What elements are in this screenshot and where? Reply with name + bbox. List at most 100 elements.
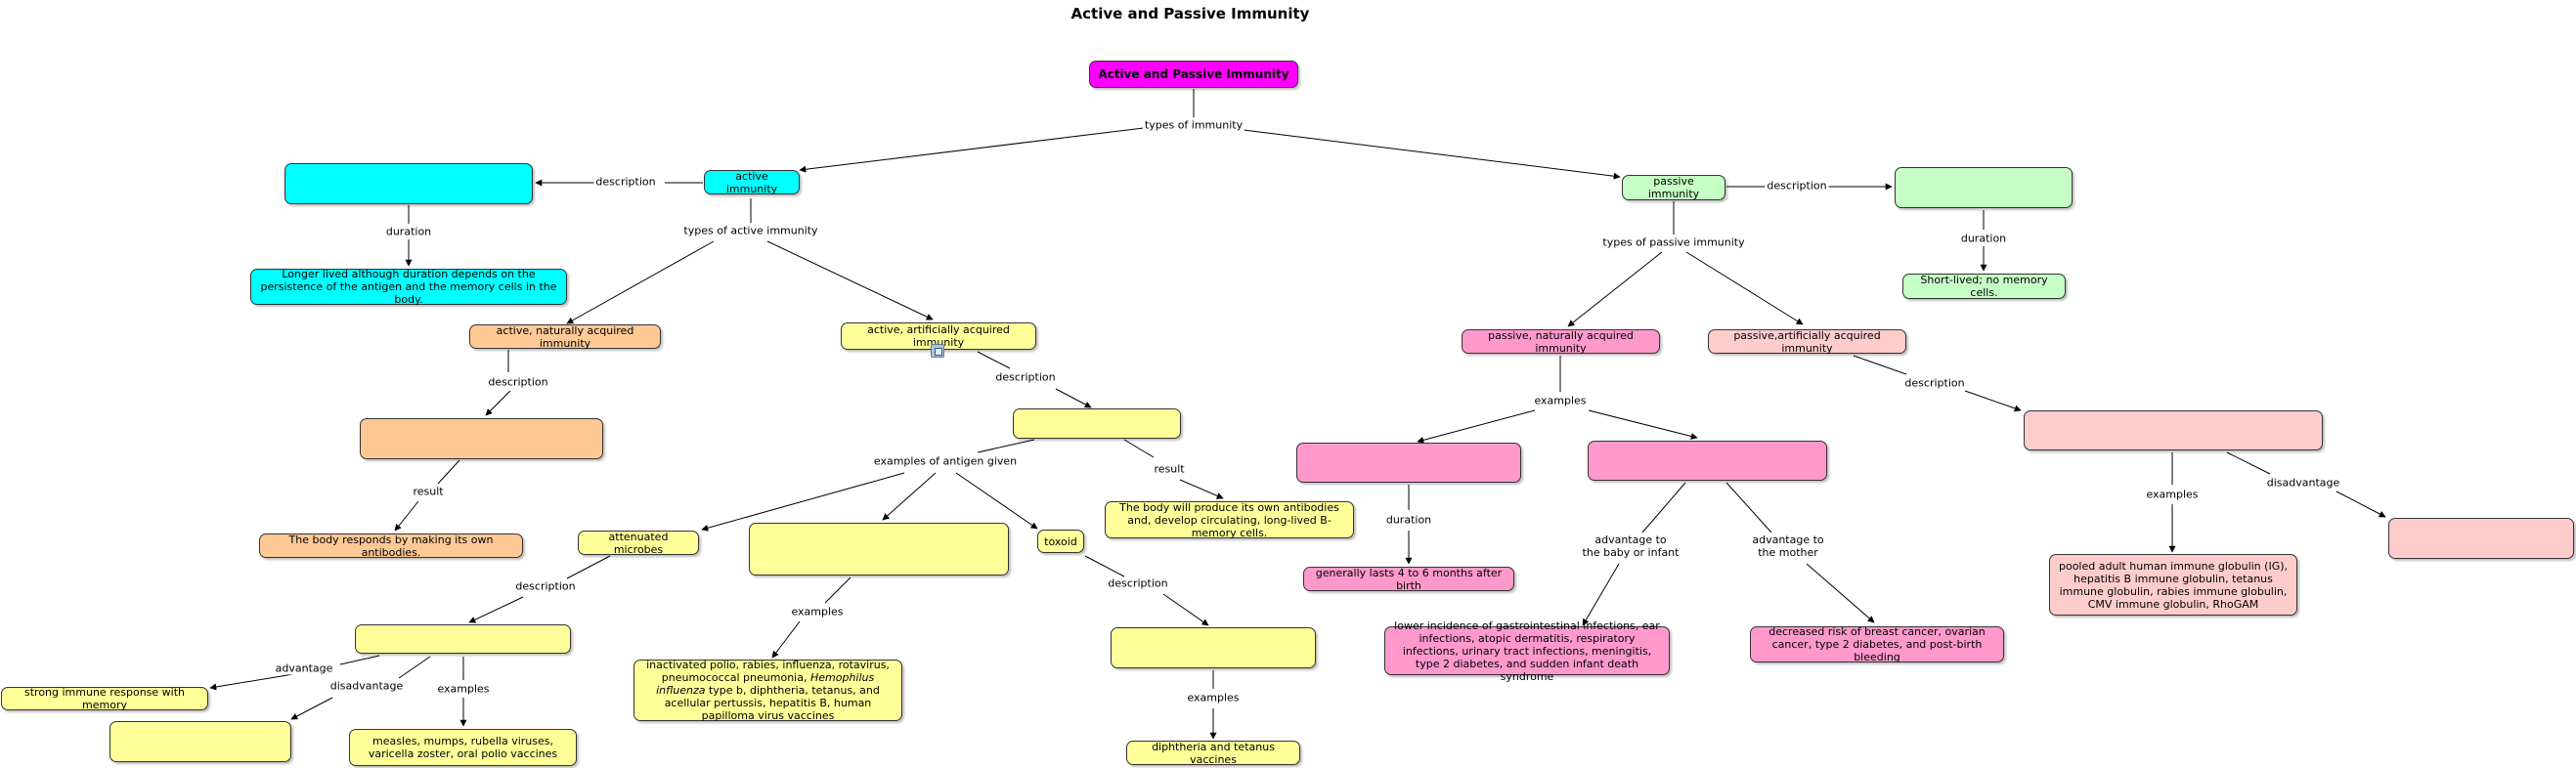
- link-label-examples-of-antigen: examples of antigen given: [871, 454, 1020, 468]
- link-label-result: result: [411, 485, 446, 498]
- active-immunity-duration-text: Longer lived although duration depends o…: [260, 268, 557, 306]
- attenuated-examples-text: measles, mumps, rubella viruses, varicel…: [368, 735, 558, 760]
- inactivated-examples-text: inactivated polio, rabies, influenza, ro…: [640, 659, 895, 722]
- active-artificial-label: active, artificially acquired immunity: [867, 323, 1010, 349]
- link-label-examples: examples: [1185, 691, 1242, 704]
- active-immunity-description-node[interactable]: [284, 163, 533, 204]
- link-label-examples: examples: [789, 605, 846, 619]
- passive-artificial-node[interactable]: passive,artificially acquired immunity: [1708, 329, 1906, 355]
- link-label-duration: duration: [383, 225, 434, 238]
- connector-arrow: [1243, 129, 1621, 180]
- advantage-mother-text: decreased risk of breast cancer, ovarian…: [1768, 625, 1986, 663]
- connector-arrow: [701, 472, 905, 532]
- link-label-advantage-baby: advantage to the baby or infant: [1580, 533, 1681, 559]
- connector-arrow: [1806, 563, 1875, 623]
- attenuated-description-node[interactable]: [355, 624, 571, 654]
- connector-arrow: [2336, 491, 2386, 518]
- link-label-description: description: [993, 370, 1058, 384]
- attenuated-microbes-label: attenuated microbes: [608, 530, 669, 556]
- attenuated-microbes-node[interactable]: attenuated microbes: [578, 530, 699, 556]
- active-immunity-label: active immunity: [725, 169, 778, 195]
- link-label-advantage-mother-line: advantage to: [1752, 533, 1824, 546]
- passive-artificial-examples-node[interactable]: pooled adult human immune globulin (IG),…: [2049, 554, 2297, 616]
- link-label-examples: examples: [2144, 488, 2201, 501]
- link-label-advantage-baby-line: the baby or infant: [1582, 546, 1680, 559]
- passive-immunity-duration-text: Short-lived; no memory cells.: [1920, 274, 2048, 299]
- attenuated-advantage-node[interactable]: strong immune response with memory: [1, 686, 208, 711]
- passive-artificial-description-node[interactable]: [2024, 410, 2323, 450]
- link-label-description: description: [1902, 376, 1967, 390]
- link-label-duration: duration: [1958, 232, 2009, 245]
- connector-line: [398, 656, 431, 679]
- passive-immunity-duration-node[interactable]: Short-lived; no memory cells.: [1902, 274, 2066, 299]
- connector-line: [437, 459, 460, 485]
- active-immunity-duration-node[interactable]: Longer lived although duration depends o…: [250, 268, 567, 306]
- passive-immunity-description-node[interactable]: [1895, 167, 2073, 208]
- connector-line: [977, 351, 1011, 369]
- active-artificial-result-node[interactable]: The body will produce its own antibodies…: [1105, 501, 1354, 539]
- attenuated-advantage-text: strong immune response with memory: [24, 686, 185, 711]
- advantage-baby-node[interactable]: lower incidence of gastrointestinal infe…: [1384, 619, 1670, 683]
- passive-artificial-examples-text: pooled adult human immune globulin (IG),…: [2058, 559, 2289, 611]
- passive-immunity-node[interactable]: passive immunity: [1622, 175, 1725, 200]
- page-title: Active and Passive Immunity: [1070, 5, 1310, 22]
- passive-natural-duration-node[interactable]: generally lasts 4 to 6 months after birt…: [1303, 566, 1514, 592]
- active-natural-label: active, naturally acquired immunity: [496, 323, 634, 350]
- toxoid-label: toxoid: [1044, 534, 1077, 548]
- inactivated-examples-part: inactivated polio, rabies, influenza, ro…: [646, 659, 890, 684]
- advantage-mother-node[interactable]: decreased risk of breast cancer, ovarian…: [1750, 625, 2004, 663]
- toxoid-description-node[interactable]: [1111, 627, 1316, 668]
- passive-natural-example2-node[interactable]: [1588, 441, 1827, 481]
- toxoid-examples-text: diphtheria and tetanus vaccines: [1152, 740, 1275, 766]
- connector-arrow: [1685, 251, 1804, 325]
- attenuated-disadvantage-node[interactable]: [109, 721, 291, 762]
- passive-artificial-disadvantage-node[interactable]: [2388, 518, 2574, 559]
- connector-arrow: [1162, 593, 1209, 626]
- link-label-description: description: [593, 175, 658, 189]
- connector-line: [977, 439, 1035, 453]
- attenuated-examples-node[interactable]: measles, mumps, rubella viruses, varicel…: [349, 729, 577, 766]
- connector-line: [824, 576, 851, 604]
- active-natural-result-node[interactable]: The body responds by making its own anti…: [259, 533, 523, 559]
- connector-line: [1853, 355, 1907, 375]
- inactivated-antigen-node[interactable]: [749, 523, 1009, 576]
- connector-line: [1084, 555, 1125, 577]
- attached-document-icon[interactable]: [931, 344, 944, 358]
- inactivated-examples-node[interactable]: inactivated polio, rabies, influenza, ro…: [633, 659, 902, 722]
- connector-arrow: [1417, 409, 1536, 444]
- active-artificial-description-node[interactable]: [1013, 408, 1181, 439]
- root-node[interactable]: Active and Passive Immunity: [1089, 61, 1298, 88]
- connector-arrow: [485, 390, 511, 416]
- link-label-advantage: advantage: [273, 661, 335, 675]
- toxoid-node[interactable]: toxoid: [1037, 530, 1084, 553]
- link-label-duration: duration: [1383, 513, 1434, 527]
- connector-arrow: [882, 472, 937, 521]
- passive-natural-node[interactable]: passive, naturally acquired immunity: [1462, 329, 1660, 355]
- link-label-result: result: [1152, 462, 1187, 476]
- active-immunity-node[interactable]: active immunity: [704, 169, 800, 195]
- link-label-examples: examples: [435, 682, 492, 696]
- link-label-description: description: [1106, 576, 1170, 590]
- inactivated-examples-italic: Hemophilus influenza: [656, 671, 875, 697]
- connector-arrow: [209, 672, 300, 691]
- connector-arrow: [1582, 563, 1620, 626]
- connector-arrow: [1055, 388, 1092, 408]
- passive-natural-duration-text: generally lasts 4 to 6 months after birt…: [1315, 566, 1503, 592]
- root-node-label: Active and Passive Immunity: [1098, 66, 1289, 81]
- link-label-description: description: [513, 579, 578, 593]
- link-label-examples: examples: [1532, 394, 1589, 407]
- toxoid-examples-node[interactable]: diphtheria and tetanus vaccines: [1126, 740, 1300, 766]
- link-label-advantage-mother: advantage to the mother: [1750, 533, 1826, 559]
- connector-arrow: [799, 127, 1145, 173]
- connector-arrow: [566, 240, 715, 324]
- connector-line: [1725, 482, 1772, 533]
- active-natural-description-node[interactable]: [360, 418, 603, 459]
- active-natural-node[interactable]: active, naturally acquired immunity: [469, 323, 661, 350]
- passive-natural-example1-node[interactable]: [1296, 443, 1521, 483]
- link-label-description: description: [1765, 179, 1829, 192]
- link-label-description: description: [486, 375, 550, 389]
- advantage-baby-text: lower incidence of gastrointestinal infe…: [1394, 619, 1660, 683]
- connector-line: [1641, 482, 1686, 533]
- connector-line: [2226, 451, 2271, 475]
